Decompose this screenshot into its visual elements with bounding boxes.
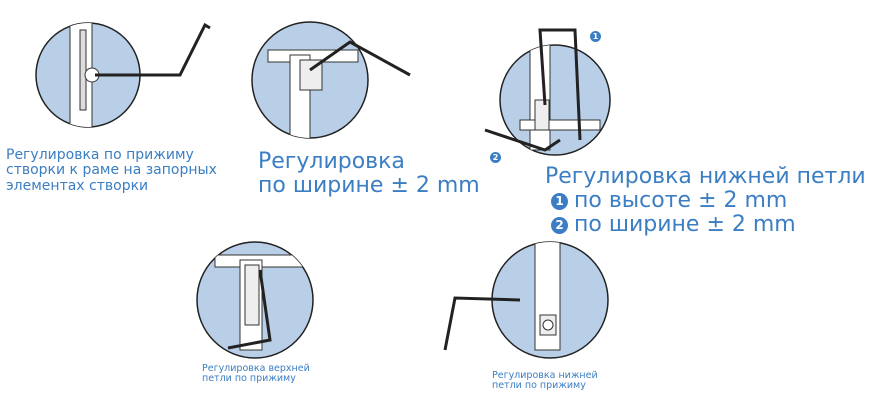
badge-2: 2: [551, 217, 568, 235]
caption-line: Регулировка по прижиму: [6, 147, 194, 163]
caption-line: Регулировка: [258, 149, 405, 174]
caption-width-adjust: Регулировка по ширине ± 2 mm: [258, 149, 480, 199]
caption-title: Регулировка нижней петли: [545, 164, 866, 189]
badge-1: 1: [551, 193, 568, 211]
bottom-hinge-illustration: [484, 28, 611, 156]
caption-bottom-hinge-pressure: Регулировка нижней петли по прижиму: [492, 370, 598, 392]
caption-height: по высоте ± 2 mm: [574, 188, 788, 214]
caption-line: створки к раме на запорных: [6, 162, 217, 179]
caption-width: по ширине ± 2 mm: [574, 212, 796, 238]
caption-line: петли по прижиму: [202, 373, 296, 385]
caption-line: Регулировка верхней: [202, 363, 310, 374]
sash-lock-illustration: [35, 22, 211, 128]
caption-line: элементах створки: [6, 177, 149, 194]
caption-line: по ширине ± 2 mm: [258, 173, 480, 199]
caption-line: петли по прижиму: [492, 380, 586, 392]
marker-2: 2: [490, 152, 501, 163]
caption-sash-pressure: Регулировка по прижиму створки к раме на…: [6, 147, 217, 194]
bottom-hinge-pressure-illustration: [443, 241, 609, 359]
caption-bottom-hinge: Регулировка нижней петли 1 по высоте ± 2 …: [545, 164, 866, 238]
caption-top-hinge-pressure: Регулировка верхней петли по прижиму: [202, 363, 310, 385]
caption-line: Регулировка нижней: [492, 370, 598, 381]
width-adjust-illustration: [251, 21, 411, 139]
marker-1: 1: [590, 31, 601, 42]
top-hinge-illustration: [196, 241, 314, 359]
